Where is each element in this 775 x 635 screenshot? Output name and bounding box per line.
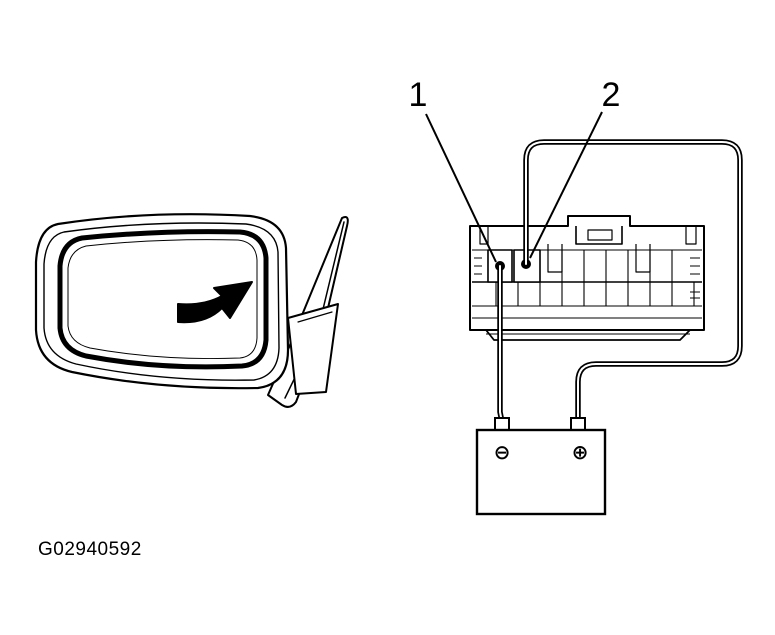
outside-mirror-assembly bbox=[34, 213, 349, 408]
callout-label-1: 1 bbox=[409, 76, 428, 114]
negative-lead-wire bbox=[497, 263, 505, 425]
battery-positive-sign: ⊕ bbox=[572, 440, 589, 464]
mirror-glass bbox=[57, 229, 269, 370]
battery bbox=[475, 417, 607, 516]
mirror-mount-boss bbox=[287, 303, 339, 395]
positive-lead-wire bbox=[523, 139, 743, 425]
callout-label-2: 2 bbox=[602, 76, 621, 114]
callout-leader-lines bbox=[425, 111, 603, 263]
mirror-connector bbox=[469, 215, 705, 341]
battery-negative-sign: ⊖ bbox=[494, 440, 511, 464]
mirror-housing bbox=[34, 213, 290, 390]
connector-latch bbox=[575, 226, 623, 245]
battery-case bbox=[475, 428, 607, 516]
figure-code-label: G02940592 bbox=[38, 539, 142, 560]
leader-line-1 bbox=[425, 113, 497, 263]
leader-line-2 bbox=[529, 111, 603, 259]
push-direction-arrow-icon bbox=[177, 281, 253, 324]
